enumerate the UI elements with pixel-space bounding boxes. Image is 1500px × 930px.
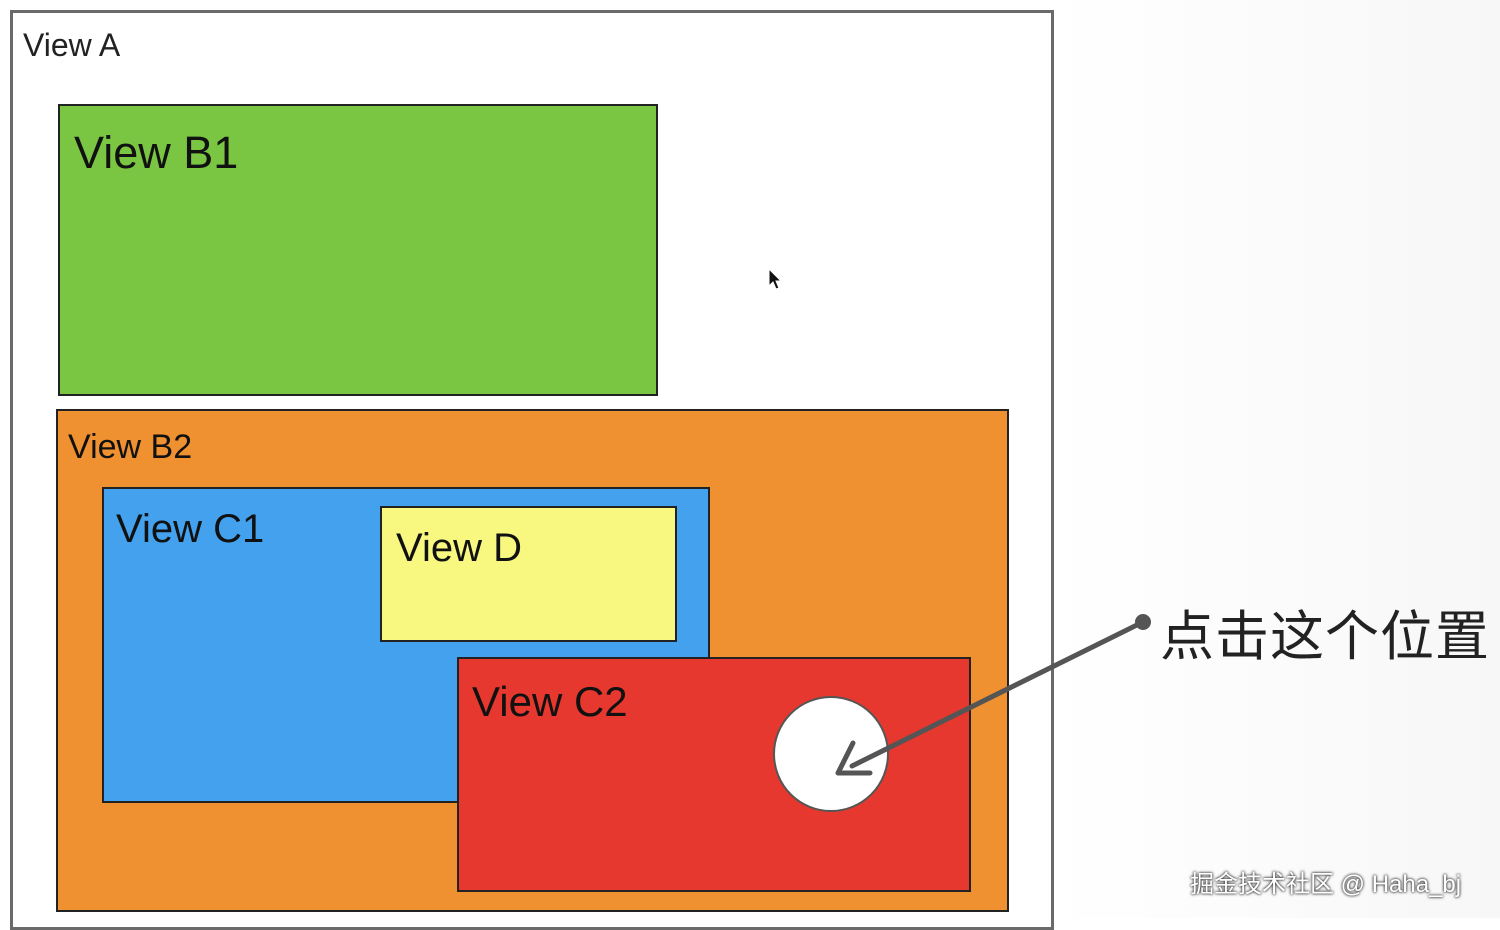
- watermark-text: 掘金技术社区 @ Haha_bj: [1190, 871, 1462, 898]
- mouse-pointer-icon: [768, 268, 782, 290]
- view-d-box: View D: [380, 506, 677, 642]
- view-a-label: View A: [23, 27, 121, 63]
- view-b1-box: View B1: [58, 104, 658, 396]
- view-c2-box: View C2: [457, 657, 971, 892]
- view-b2-label: View B2: [68, 428, 193, 466]
- view-c2-label: View C2: [472, 678, 628, 725]
- view-d-label: View D: [396, 526, 522, 570]
- tap-target-circle[interactable]: [773, 696, 889, 812]
- view-c1-label: View C1: [116, 507, 265, 551]
- view-b1-label: View B1: [74, 127, 239, 178]
- annotation-text: 点击这个位置: [1160, 605, 1490, 668]
